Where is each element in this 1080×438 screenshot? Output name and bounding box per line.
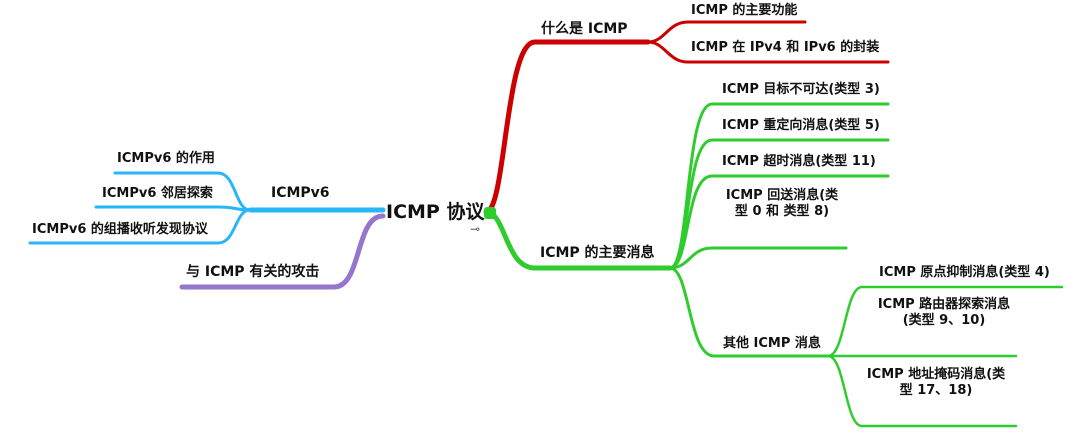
subtopic-router-discovery[interactable]: ICMP 路由器探索消息(类型 9、10) xyxy=(877,297,1011,328)
subtopic-icmpv6-neighbor-discovery[interactable]: ICMPv6 邻居探索 xyxy=(102,186,213,201)
blue-child-connector xyxy=(94,205,252,212)
green-child-connector xyxy=(668,266,830,358)
subtopic-source-quench[interactable]: ICMP 原点抑制消息(类型 4) xyxy=(879,265,1050,280)
red-branch-connector xyxy=(483,39,651,215)
subtopic-icmpv6-mld[interactable]: ICMPv6 的组播收听发现协议 xyxy=(32,222,208,237)
subtopic-echo[interactable]: ICMP 回送消息(类型 0 和 类型 8) xyxy=(725,188,839,219)
green-grandchild-connector xyxy=(826,354,1018,428)
topic-what-is-icmp[interactable]: 什么是 ICMP xyxy=(541,21,628,37)
subtopic-address-mask[interactable]: ICMP 地址掩码消息(类型 17、18) xyxy=(866,367,1006,398)
topic-other-icmp-messages[interactable]: 其他 ICMP 消息 xyxy=(723,336,821,351)
subtopic-icmp-functions[interactable]: ICMP 的主要功能 xyxy=(691,3,798,18)
collapse-icon[interactable]: ⊸ xyxy=(470,222,481,236)
topic-icmp-main-messages[interactable]: ICMP 的主要消息 xyxy=(540,245,655,261)
green-child-connector xyxy=(668,174,890,270)
green-grandchild-connector xyxy=(826,285,1064,358)
subtopic-icmpv6-role[interactable]: ICMPv6 的作用 xyxy=(117,151,215,166)
root-connector-hub xyxy=(484,207,496,219)
red-child-connector xyxy=(646,20,807,44)
purple-branch-connector xyxy=(179,213,386,290)
subtopic-redirect[interactable]: ICMP 重定向消息(类型 5) xyxy=(722,118,880,133)
red-child-connector xyxy=(646,40,890,64)
root-topic[interactable]: ICMP 协议 xyxy=(386,201,485,223)
topic-icmp-attacks[interactable]: 与 ICMP 有关的攻击 xyxy=(186,264,320,280)
subtopic-destination-unreachable[interactable]: ICMP 目标不可达(类型 3) xyxy=(722,82,880,97)
subtopic-time-exceeded[interactable]: ICMP 超时消息(类型 11) xyxy=(722,154,876,169)
topic-icmpv6[interactable]: ICMPv6 xyxy=(271,185,330,201)
blue-child-connector xyxy=(28,208,252,245)
green-child-connector xyxy=(668,246,848,270)
subtopic-icmp-encapsulation[interactable]: ICMP 在 IPv4 和 IPv6 的封装 xyxy=(691,40,880,55)
